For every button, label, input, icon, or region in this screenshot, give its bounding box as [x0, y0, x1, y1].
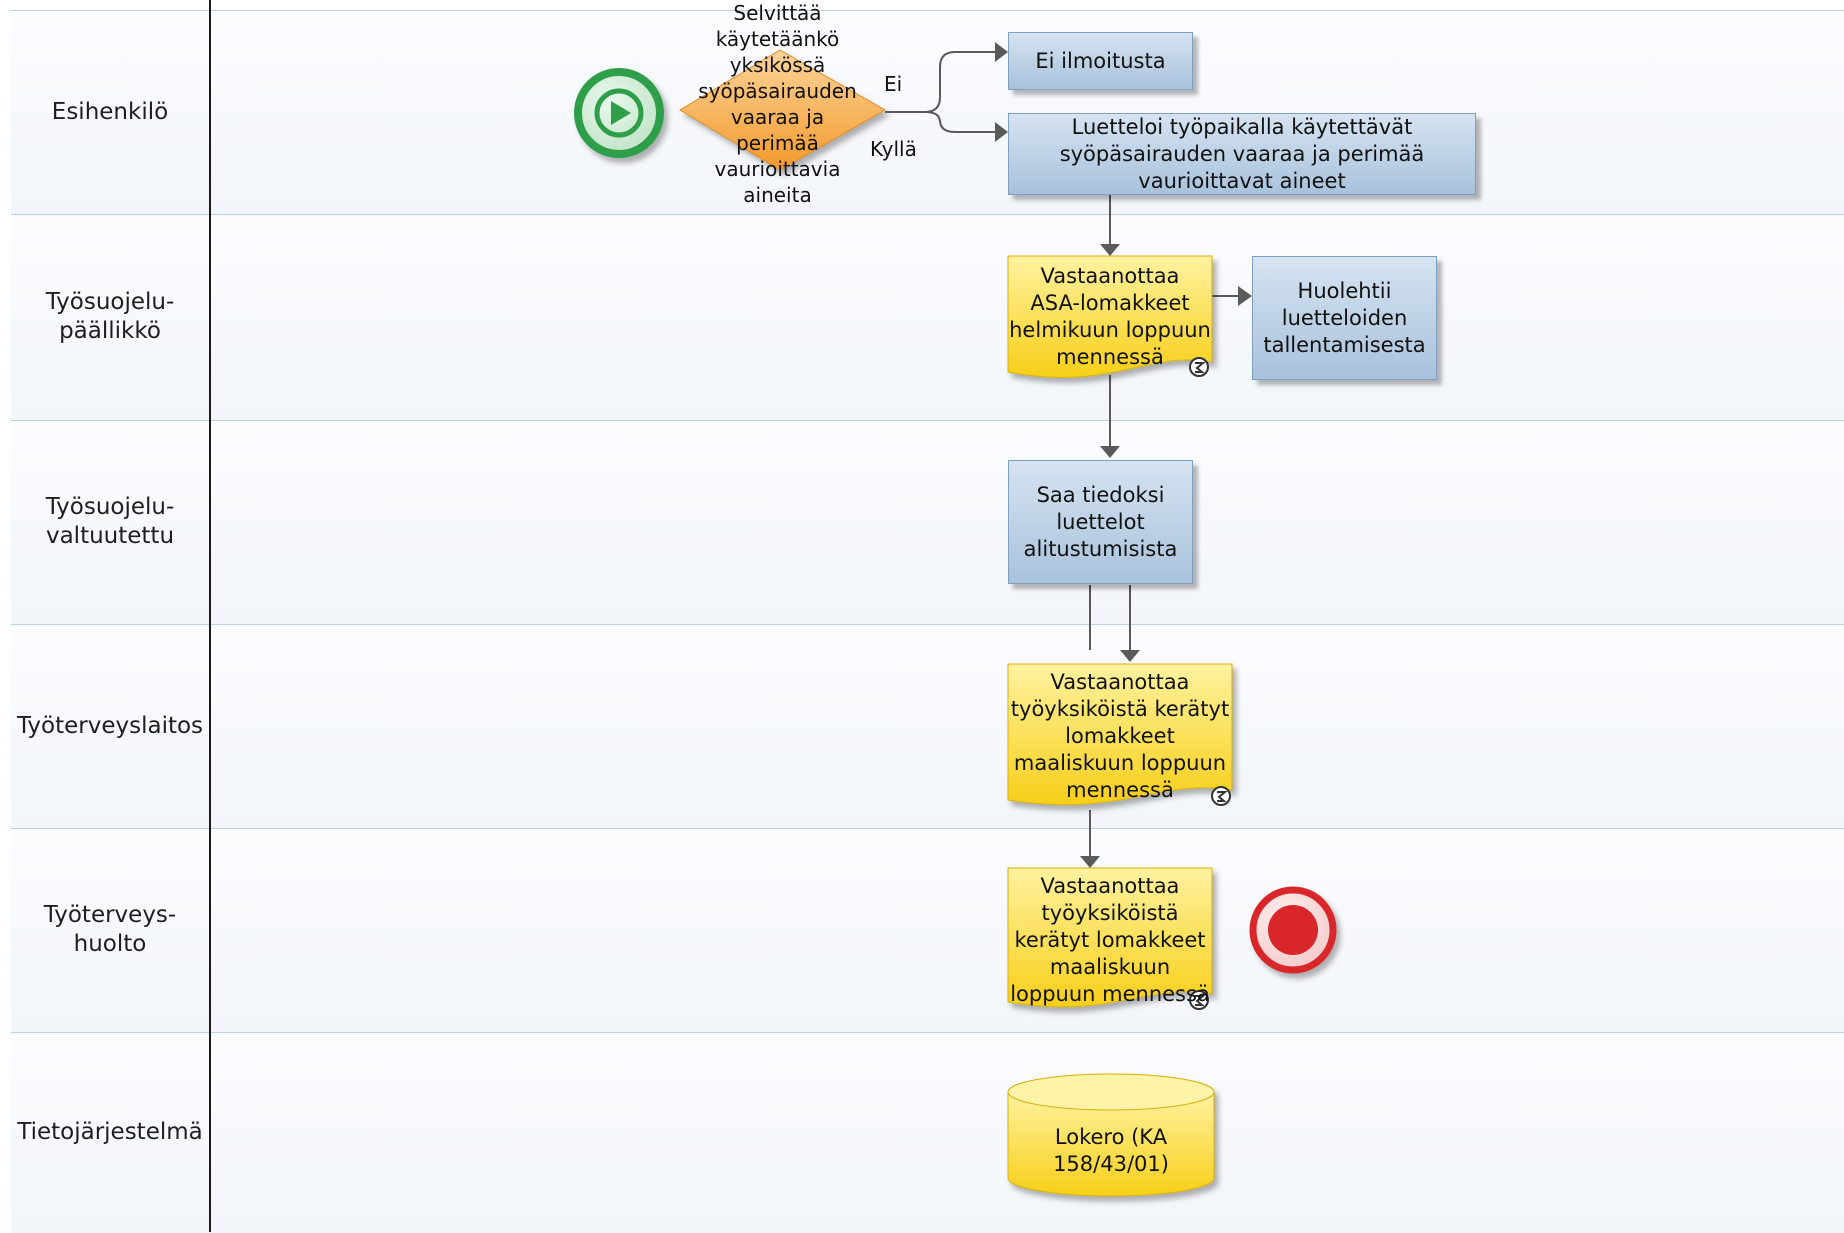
- database-cylinder: [1007, 1073, 1215, 1197]
- lane-tyoterveyslaitos: [11, 624, 1844, 829]
- document-marker-icon: [1189, 357, 1209, 377]
- branch-label-no: Ei: [884, 72, 903, 96]
- task-label: Ei ilmoitusta: [1035, 48, 1166, 73]
- task-ei-ilmoitusta[interactable]: Ei ilmoitusta: [1008, 32, 1193, 90]
- lane-label-esihenkilo: Esihenkilö: [51, 98, 169, 125]
- lane-header-divider: [209, 0, 211, 1232]
- lane-tietojarjestelma: [11, 1032, 1844, 1233]
- lane-label-tyosuojeluvaltuutettu: Työsuojelu- valtuutettu: [45, 494, 175, 549]
- document-tyoterveyshuolto[interactable]: Vastaanottaa työyksiköistä kerätyt lomak…: [1010, 873, 1210, 1006]
- document-marker-icon: [1211, 786, 1231, 806]
- task-label: Saa tiedoksi luettelot alitustumisista: [1023, 482, 1178, 561]
- task-label: Huolehtii luetteloiden tallentamisesta: [1263, 278, 1426, 357]
- document-asa-lomakkeet[interactable]: Vastaanottaa ASA-lomakkeet helmikuun lop…: [1009, 264, 1211, 369]
- lane-label-tyoterveyslaitos: Työterveyslaitos: [16, 712, 204, 739]
- decision-diamond: [679, 49, 887, 171]
- branch-label-yes: Kyllä: [870, 137, 917, 161]
- document-tyoterveyslaitos[interactable]: Vastaanottaa työyksiköistä kerätyt lomak…: [1010, 669, 1230, 802]
- lane-tyoterveyshuolto: [11, 828, 1844, 1033]
- lane-tyosuojelupaallikko: [11, 214, 1844, 421]
- task-label: Luetteloi työpaikalla käytettävät syöpäs…: [1059, 114, 1425, 193]
- database-label[interactable]: Lokero (KA 158/43/01): [1053, 1125, 1169, 1176]
- task-huolehtii-tallentamisesta[interactable]: Huolehtii luetteloiden tallentamisesta: [1252, 256, 1437, 380]
- document-marker-icon: [1189, 990, 1209, 1010]
- arrowheads: [995, 42, 1252, 868]
- connectors: [885, 51, 1238, 858]
- task-luetteloi-aineet[interactable]: Luetteloi työpaikalla käytettävät syöpäs…: [1008, 113, 1476, 195]
- decision-label: Selvittää käytetäänkö yksikössä syöpäsai…: [698, 1, 857, 207]
- task-saa-tiedoksi[interactable]: Saa tiedoksi luettelot alitustumisista: [1008, 460, 1193, 584]
- start-event-icon: [574, 68, 664, 158]
- end-event-icon: [1249, 886, 1337, 974]
- document-shape-tth: [1007, 867, 1213, 1008]
- lane-label-tyosuojelupaallikko: Työsuojelu- päällikkö: [45, 289, 175, 344]
- lane-label-tyoterveyshuolto: Työterveys- huolto: [43, 902, 177, 957]
- lane-tyosuojeluvaltuutettu: [11, 420, 1844, 625]
- lane-label-tietojarjestelma: Tietojärjestelmä: [17, 1118, 203, 1145]
